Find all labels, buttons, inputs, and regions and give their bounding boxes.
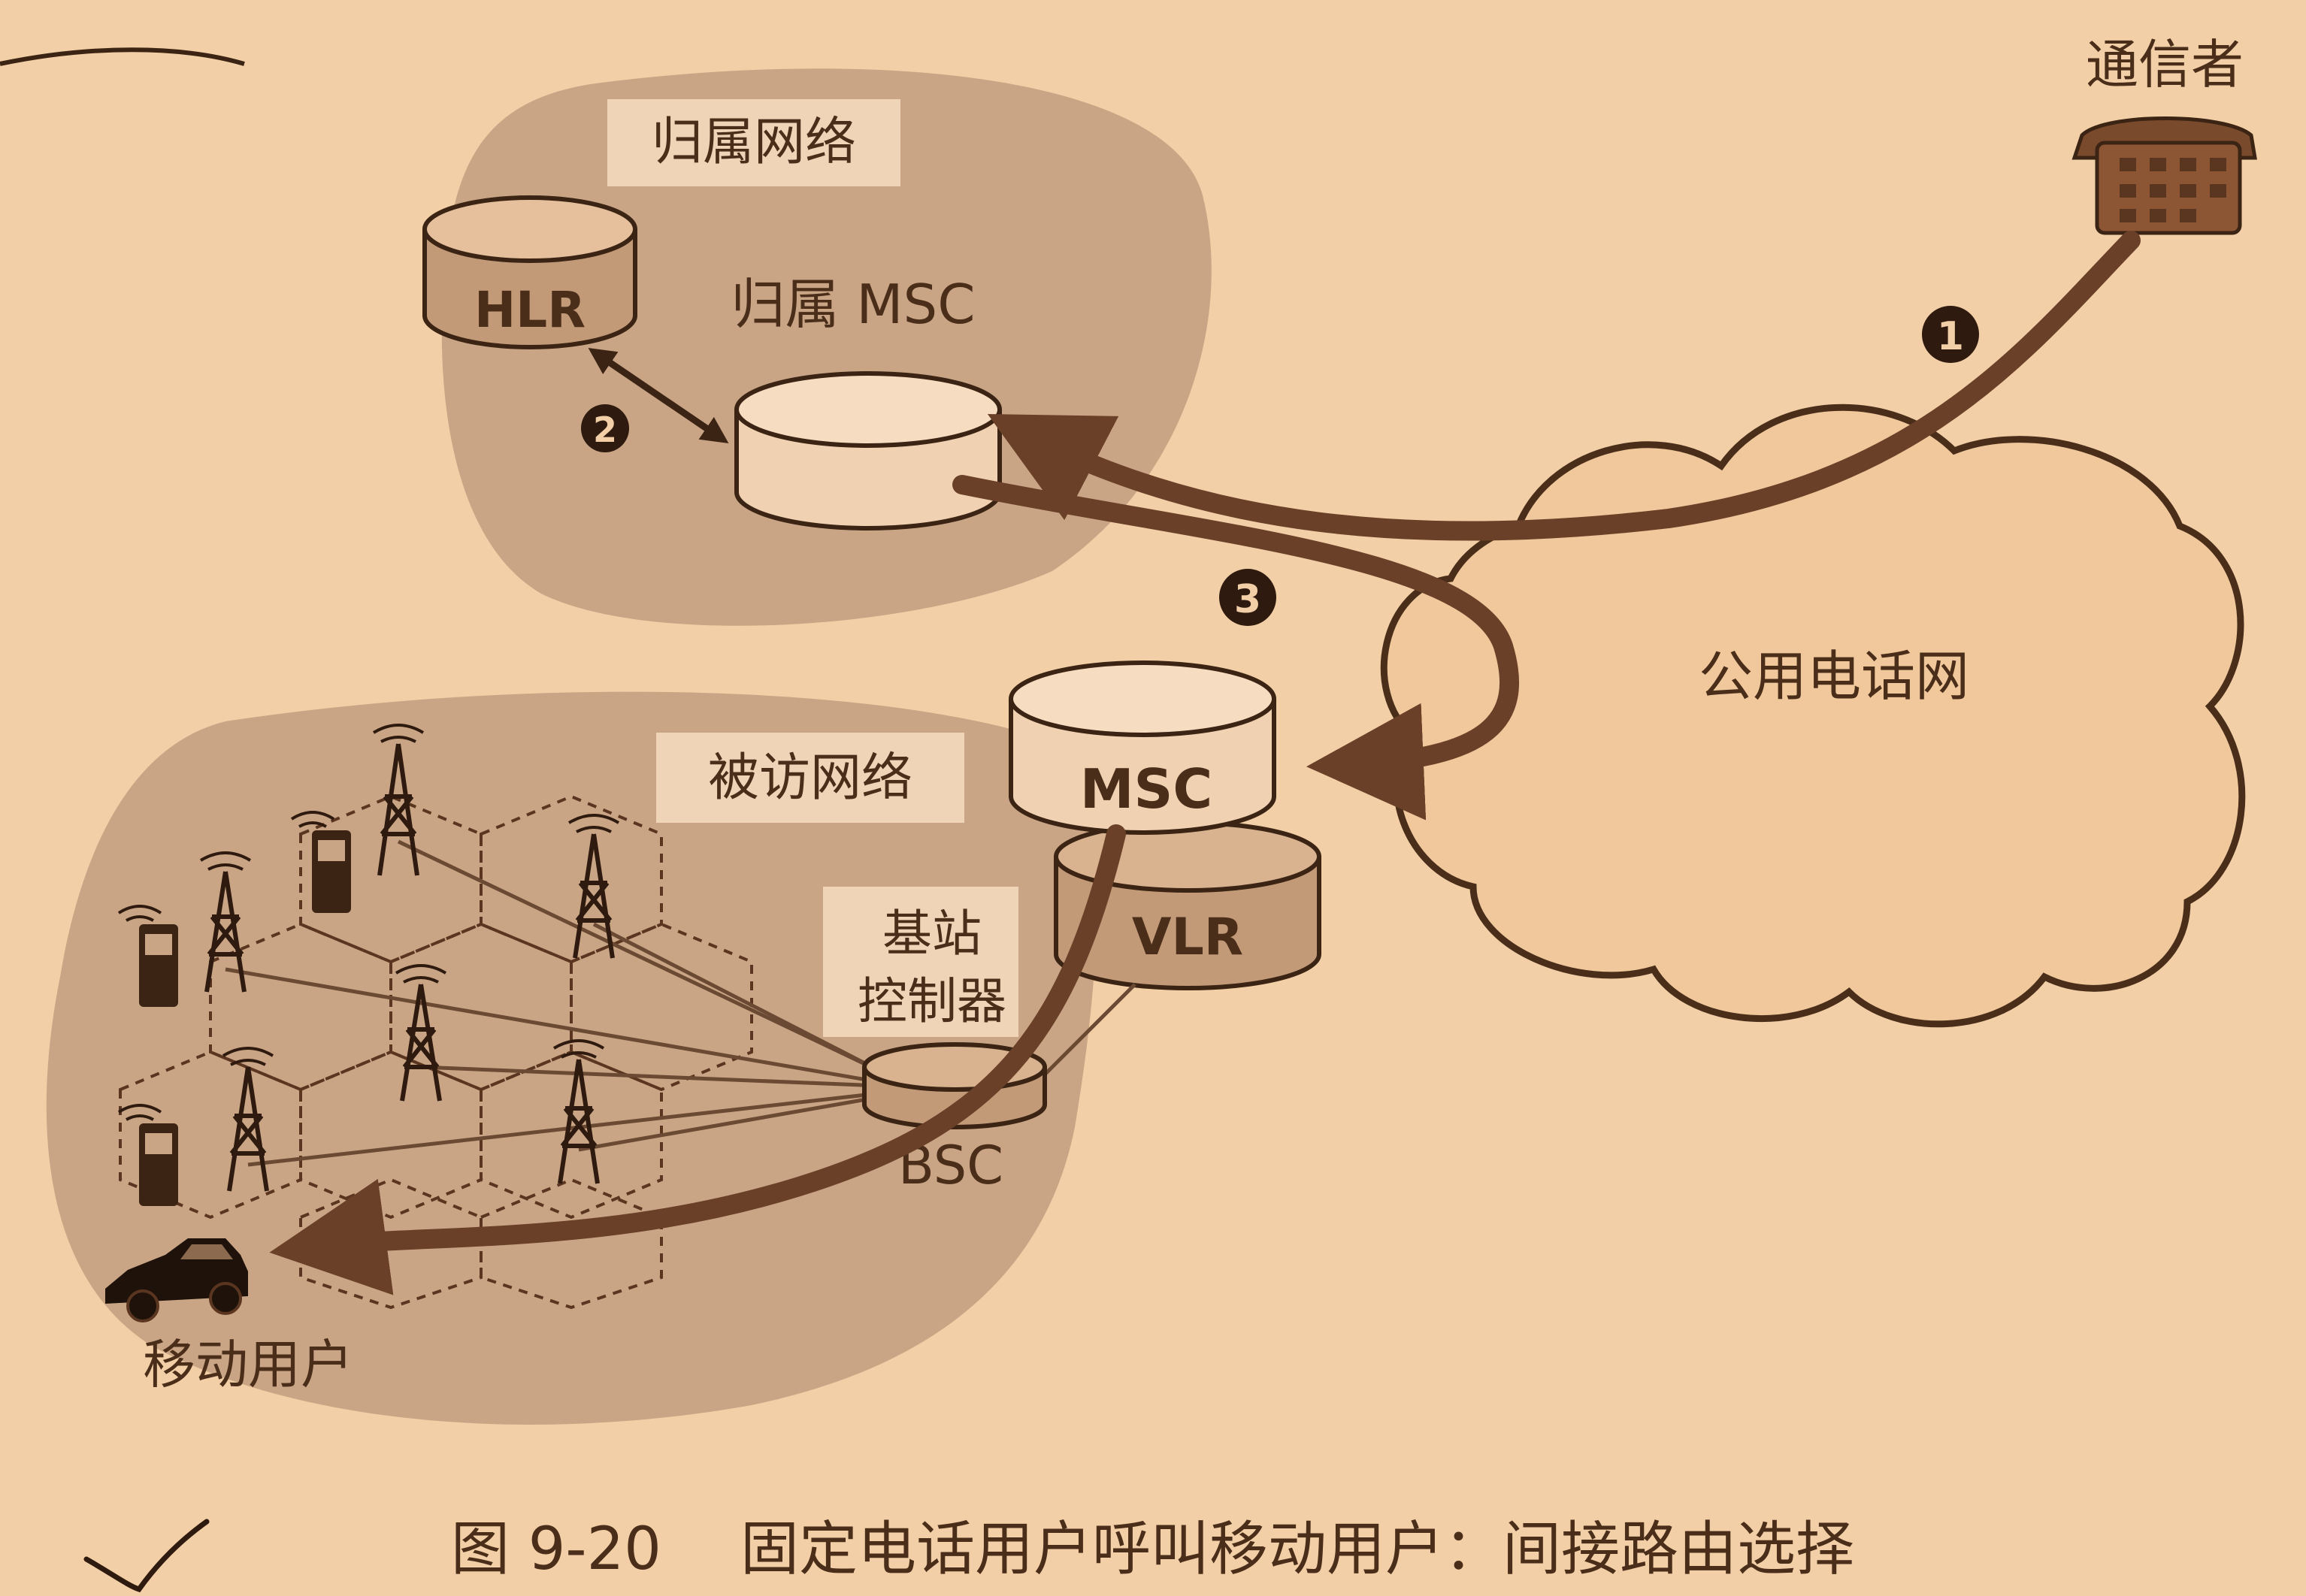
mobile-phone-icon [290, 811, 351, 913]
check-mark [83, 1519, 210, 1593]
mobile-phone-icon [117, 1104, 178, 1206]
step-2-badge [581, 404, 629, 452]
vlr-label: VLR [1132, 908, 1243, 967]
home-msc-label: 归属 MSC [731, 273, 976, 336]
hlr-label: HLR [474, 281, 586, 339]
tower-icon [372, 724, 425, 876]
step-2-number: 2 [593, 410, 617, 450]
bsc-title-line-1: 基站 [882, 905, 982, 963]
pstn-label: 公用电话网 [1699, 645, 1969, 708]
call-path-to-mobile [269, 824, 1126, 1295]
tower-icon [199, 851, 252, 993]
call-path-step-1 [987, 231, 2141, 541]
home-network-label-box [607, 99, 900, 186]
step-3-badge [1219, 569, 1276, 626]
hlr-database [422, 195, 637, 349]
pen-mark [0, 47, 245, 66]
hlr-msc-query-arrow [588, 347, 729, 444]
msc-label: MSC [1080, 757, 1212, 821]
bsc-title-line-2: 控制器 [858, 972, 1006, 1030]
tower-icon [567, 814, 620, 959]
caption-text: 固定电话用户呼叫移动用户：间接路由选择 [740, 1516, 1854, 1583]
pstn-cloud [1380, 404, 2246, 1028]
step-1-number: 1 [1937, 314, 1964, 359]
car-icon [105, 1238, 248, 1322]
step-1-badge [1922, 306, 1979, 363]
call-path-step-3 [952, 475, 1519, 821]
visited-network-label-box [656, 733, 964, 823]
caller-label: 通信者 [2086, 34, 2244, 95]
home-network-label: 归属网络 [652, 113, 856, 172]
home-msc-server [734, 371, 1002, 530]
radio-links [225, 839, 1136, 1167]
tower-icon [222, 1047, 274, 1192]
caption-figure-number: 图 9-20 [451, 1516, 661, 1583]
tower-icon [395, 964, 447, 1102]
tower-icon [552, 1039, 605, 1184]
mobile-phone-icon [117, 905, 178, 1007]
visited-network-label: 被访网络 [708, 748, 912, 808]
vlr-database [1054, 821, 1321, 990]
visited-msc-server [1009, 660, 1276, 835]
bsc-title-box [823, 887, 1018, 1037]
step-3-number: 3 [1234, 577, 1261, 622]
telephone-icon [2071, 116, 2257, 235]
mobile-user-label: 移动用户 [143, 1334, 353, 1395]
